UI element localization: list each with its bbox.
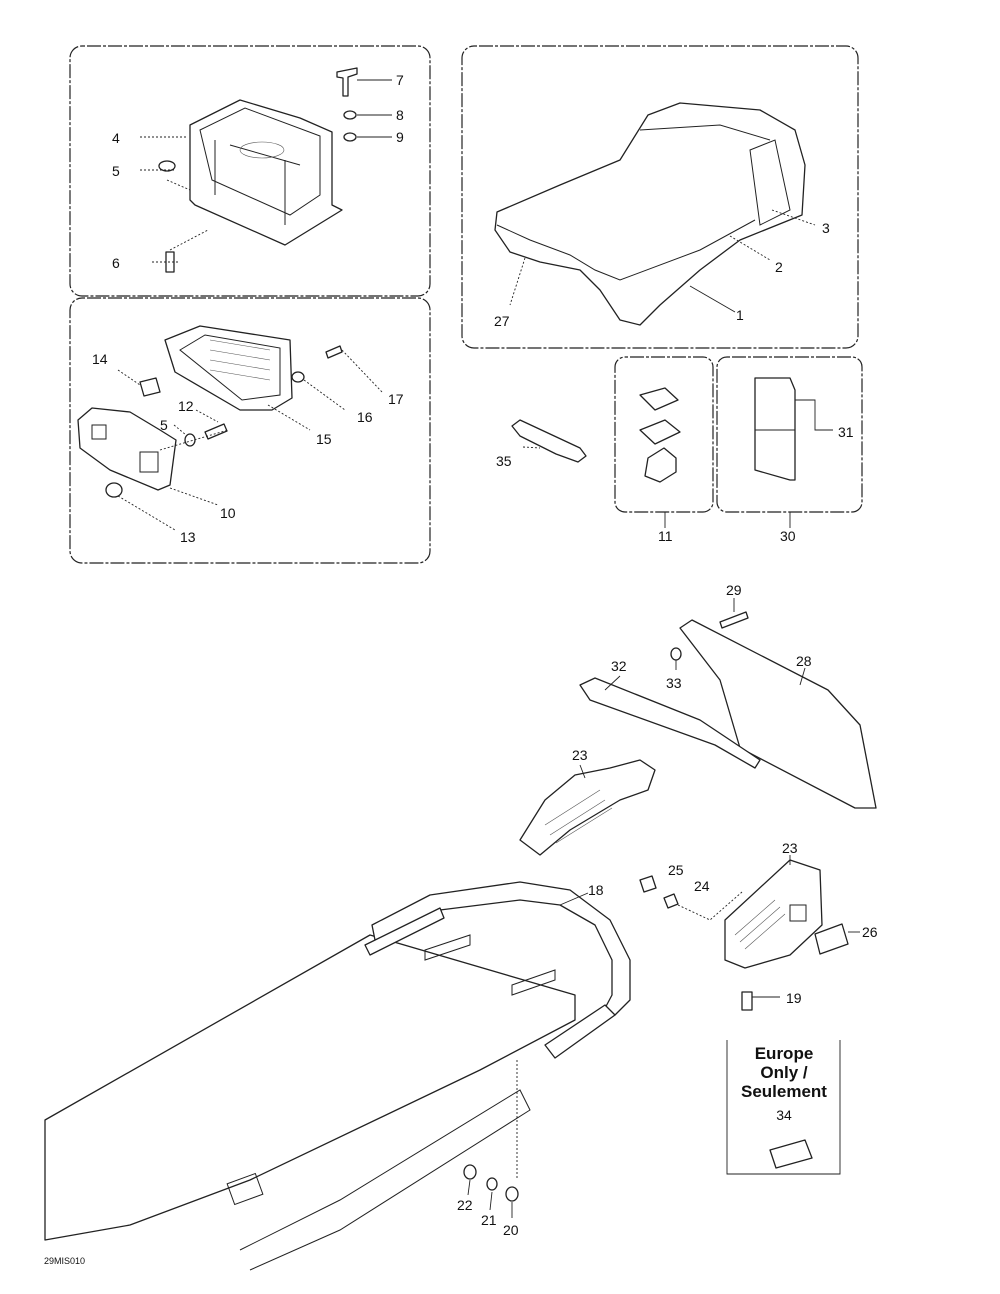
callout-4: 4 <box>112 130 120 146</box>
washer-21-icon <box>486 1177 498 1191</box>
nut-22-icon <box>463 1164 477 1180</box>
panel-28 <box>679 619 877 809</box>
callout-35: 35 <box>496 453 512 469</box>
frame-storage-box <box>69 45 431 297</box>
washer-8-icon <box>343 110 357 120</box>
callout-15: 15 <box>316 431 332 447</box>
callout-16: 16 <box>357 409 373 425</box>
tunnel <box>44 934 576 1271</box>
callout-1: 1 <box>736 307 744 323</box>
callout-28: 28 <box>796 653 812 669</box>
callout-13: 13 <box>180 529 196 545</box>
callout-31: 31 <box>838 424 854 440</box>
callout-25: 25 <box>668 862 684 878</box>
bolt-25-icon <box>639 875 657 893</box>
frame-seat <box>461 45 859 349</box>
callout-8: 8 <box>396 107 404 123</box>
screw-29-icon <box>719 611 749 629</box>
bolt-14-icon <box>139 377 161 397</box>
callout-30: 30 <box>780 528 796 544</box>
callout-23b: 23 <box>782 840 798 856</box>
step-23-upper <box>519 759 656 856</box>
callout-33: 33 <box>666 675 682 691</box>
nut-13-icon <box>105 482 123 498</box>
callout-32: 32 <box>611 658 627 674</box>
callout-22: 22 <box>457 1197 473 1213</box>
note-line-1: Europe <box>754 1044 814 1063</box>
panel-32 <box>579 677 761 769</box>
note-part-number: 34 <box>776 1107 792 1123</box>
screw-7-icon <box>336 67 358 97</box>
callout-21: 21 <box>481 1212 497 1228</box>
callout-5b: 5 <box>160 417 168 433</box>
diagram-code: 29MIS010 <box>44 1256 85 1266</box>
nut-9-icon <box>343 132 357 142</box>
frame-kit-30 <box>716 356 863 513</box>
taillight-lens <box>164 325 293 411</box>
step-23-lower <box>724 859 823 969</box>
strip-kit-30 <box>754 377 796 481</box>
frame-taillight <box>69 297 431 564</box>
washer-20-icon <box>505 1186 519 1202</box>
callout-5a: 5 <box>112 163 120 179</box>
screw-12-icon <box>204 423 228 440</box>
callout-29: 29 <box>726 582 742 598</box>
washer-5b-icon <box>184 433 196 447</box>
callout-17: 17 <box>388 391 404 407</box>
plate-34-icon <box>769 1139 813 1169</box>
callout-27: 27 <box>494 313 510 329</box>
frame-kit-11 <box>614 356 714 513</box>
callout-2: 2 <box>775 259 783 275</box>
callout-7: 7 <box>396 72 404 88</box>
bracket-35-icon <box>511 419 587 463</box>
callout-12: 12 <box>178 398 194 414</box>
callout-11: 11 <box>658 528 673 544</box>
washer-33-icon <box>670 647 682 661</box>
callout-10: 10 <box>220 505 236 521</box>
europe-only-note: Europe Only / Seulement <box>724 1044 844 1101</box>
storage-box <box>189 99 343 246</box>
callout-6: 6 <box>112 255 120 271</box>
callout-3: 3 <box>822 220 830 236</box>
callout-26: 26 <box>862 924 878 940</box>
callout-20: 20 <box>503 1222 519 1238</box>
seat <box>494 102 806 326</box>
washer-16-icon <box>291 371 305 383</box>
callout-9: 9 <box>396 129 404 145</box>
screw-17-icon <box>325 345 343 359</box>
note-line-3: Seulement <box>741 1082 827 1101</box>
reflector-26-icon <box>814 923 849 955</box>
taillight-housing <box>77 407 177 491</box>
note-line-2: Only / <box>760 1063 808 1082</box>
callout-19: 19 <box>786 990 802 1006</box>
callout-18: 18 <box>588 882 604 898</box>
europe-note-frame <box>726 1040 841 1175</box>
callout-24: 24 <box>694 878 710 894</box>
screw-19-icon <box>741 991 753 1011</box>
gasket-kit-11 <box>639 387 681 483</box>
callout-23a: 23 <box>572 747 588 763</box>
callout-14: 14 <box>92 351 108 367</box>
washer-5-icon <box>158 160 176 172</box>
nut-24-icon <box>663 893 679 909</box>
grab-handle-18 <box>364 881 631 1059</box>
